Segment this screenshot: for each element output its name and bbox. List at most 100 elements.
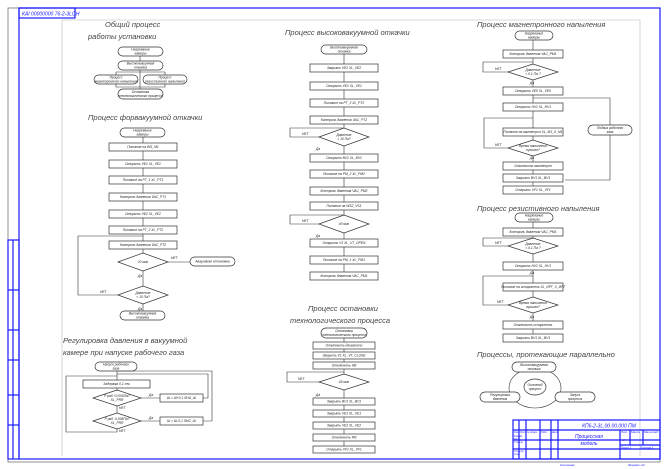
decision-node-label: Давление< 10 Па? [135, 291, 151, 299]
process-step[interactable] [108, 209, 178, 219]
process-step[interactable] [309, 63, 379, 73]
decision-node[interactable] [506, 237, 560, 255]
decision-node[interactable] [506, 296, 560, 314]
emergency-stop-node[interactable] [189, 256, 236, 267]
process-step[interactable] [502, 173, 564, 183]
decision-node[interactable] [317, 373, 371, 391]
process-step[interactable] [108, 142, 178, 152]
role-developer: Разраб. [514, 435, 523, 438]
emergency-stop-node-label: Аварийная остановка [194, 260, 229, 264]
decision-node[interactable] [116, 252, 170, 272]
process-step[interactable] [502, 127, 564, 137]
process-step[interactable] [312, 351, 376, 360]
diagram-title: технологического процесса [290, 316, 390, 325]
process-step[interactable] [312, 433, 376, 442]
process-step[interactable] [309, 238, 379, 248]
process-step[interactable] [309, 115, 379, 125]
process-step-label: Открыть BV1 XL_BV1 [326, 156, 362, 160]
process-step-label: Открыть V1 XL_VT_OPEN [323, 241, 366, 245]
terminal-node[interactable] [142, 74, 188, 85]
terminal-node[interactable] [119, 310, 166, 321]
header-sheet: Лист [519, 431, 526, 434]
terminal-node[interactable] [479, 391, 521, 403]
process-step[interactable] [312, 341, 376, 350]
process-step[interactable] [309, 169, 379, 179]
process-step[interactable] [159, 393, 204, 403]
terminal-node[interactable] [514, 30, 554, 41]
yes-label: Да [529, 315, 534, 319]
decision-node[interactable] [91, 412, 143, 430]
process-step[interactable] [309, 81, 379, 91]
process-step[interactable] [108, 225, 178, 235]
decision-node[interactable] [506, 63, 560, 81]
process-step[interactable] [502, 102, 564, 112]
lit-value: У [623, 438, 626, 442]
decision-node[interactable] [317, 214, 371, 234]
document-name-line1: Процессная [575, 434, 603, 440]
terminal-node[interactable] [320, 44, 368, 55]
terminal-node[interactable] [93, 74, 139, 85]
diagram-title: Процесс форвакуумной откачки [88, 113, 203, 122]
diagram-title: Процесс высоковакуумной откачки [285, 28, 411, 37]
process-step-label: Питание на PM_2 XL_PM2 [323, 172, 365, 176]
process-step[interactable] [108, 192, 178, 202]
no-label: НЕТ [302, 132, 310, 136]
terminal-node[interactable] [320, 327, 368, 339]
process-step[interactable] [108, 240, 178, 250]
terminal-node[interactable] [117, 60, 164, 71]
process-step[interactable] [502, 320, 564, 330]
process-step-label: Контроль давления VAC_PT2 [321, 118, 367, 122]
process-step[interactable] [309, 201, 379, 211]
process-step[interactable] [502, 227, 564, 237]
process-step[interactable] [108, 159, 178, 169]
process-step-label: Закрыть VE2 XL_VE2 [327, 424, 361, 428]
terminal-node[interactable] [117, 46, 164, 57]
terminal-node[interactable] [117, 88, 164, 100]
process-step[interactable] [502, 282, 564, 292]
process-step[interactable] [502, 185, 564, 195]
process-step[interactable] [502, 161, 564, 171]
process-step[interactable] [502, 49, 564, 59]
connector-line [483, 117, 533, 149]
process-step-label: Закрыть BV1 XL_BV1 [516, 176, 550, 180]
process-step-label: Задержка 0.1 сек [103, 382, 130, 386]
process-step[interactable] [312, 397, 376, 406]
terminal-node[interactable] [94, 361, 138, 372]
process-step[interactable] [309, 186, 379, 196]
role-checker: Пров. [514, 438, 521, 441]
process-step[interactable] [82, 379, 151, 389]
gas-supply-node[interactable] [587, 124, 633, 136]
decision-node[interactable] [91, 389, 143, 407]
terminal-node[interactable] [119, 127, 166, 138]
decision-node[interactable] [116, 285, 170, 305]
process-step[interactable] [312, 361, 376, 370]
process-step-label: Открыть VF1 XL_VF1 [326, 448, 362, 452]
yes-label: Да [315, 393, 320, 397]
no-label: НЕТ [302, 219, 310, 223]
format-label: Формат A3 [628, 463, 645, 467]
process-step-label: Отключить ФВ [332, 436, 358, 440]
decision-node-label: Давление< 0.1 Па ? [525, 242, 541, 250]
process-step-label: Отключить магнетрон [514, 164, 552, 168]
process-step[interactable] [312, 421, 376, 430]
terminal-node[interactable] [554, 391, 596, 403]
decision-node[interactable] [506, 139, 560, 157]
process-step[interactable] [309, 98, 379, 108]
process-step[interactable] [309, 271, 379, 281]
process-step[interactable] [108, 175, 178, 185]
process-step[interactable] [502, 86, 564, 96]
terminal-node[interactable] [514, 212, 554, 223]
process-step[interactable] [159, 416, 204, 426]
no-label: НЕТ [119, 406, 127, 410]
decision-node[interactable] [317, 127, 371, 147]
process-step[interactable] [502, 261, 564, 271]
process-step[interactable] [309, 153, 379, 163]
main-process-node[interactable] [523, 378, 547, 396]
terminal-node[interactable] [511, 361, 557, 373]
process-step[interactable] [309, 255, 379, 265]
no-label: НЕТ [171, 256, 179, 260]
process-step[interactable] [312, 409, 376, 418]
process-step[interactable] [312, 445, 376, 454]
yes-label: Да [148, 416, 153, 420]
process-step[interactable] [502, 333, 564, 343]
